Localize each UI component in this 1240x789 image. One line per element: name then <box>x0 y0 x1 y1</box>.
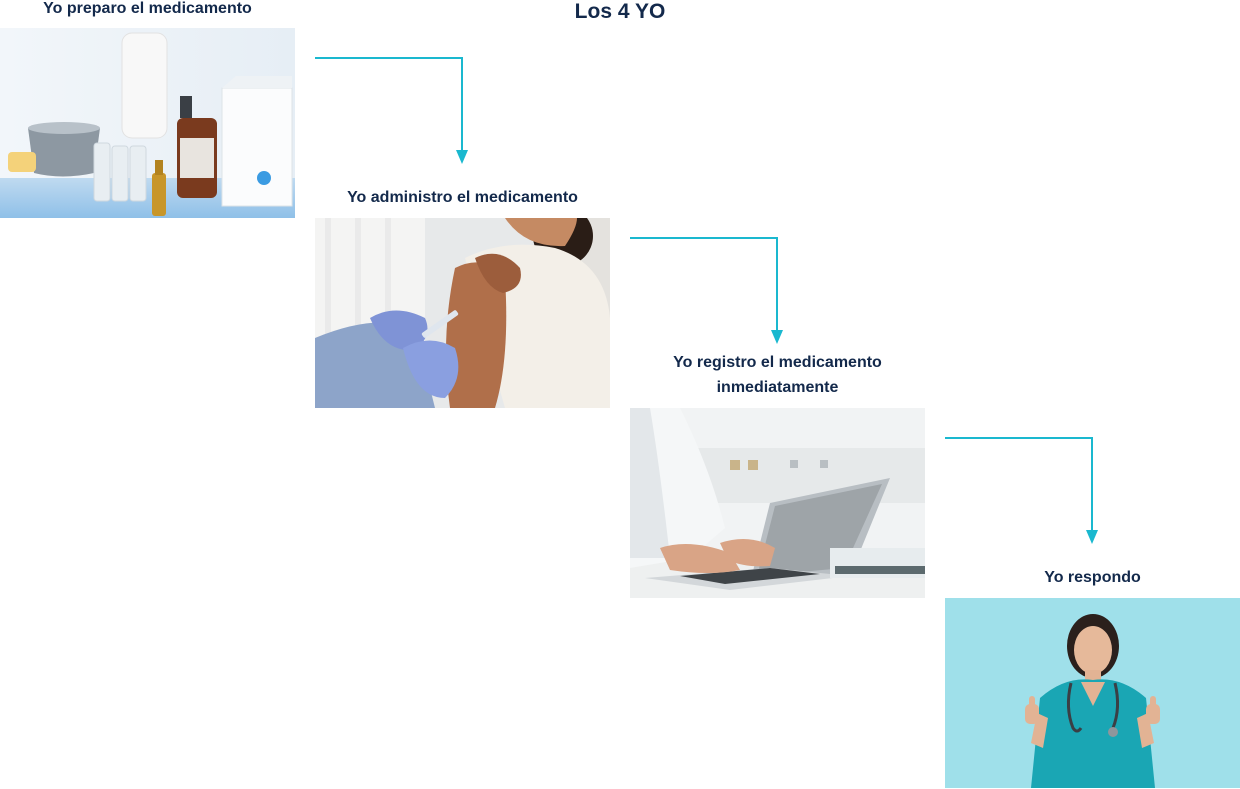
step-4-label: Yo respondo <box>1044 569 1141 586</box>
step-3-label-line-1: Yo registro el medicamento <box>673 354 882 371</box>
diagram-title: Los 4 YO <box>574 0 666 23</box>
step-3-label: Yo registro el medicamento inmediatament… <box>630 350 925 400</box>
step-2-label: Yo administro el medicamento <box>347 189 578 206</box>
connector-3-arrow <box>945 437 1093 532</box>
laptop-typing-photo <box>630 408 925 598</box>
connector-3-arrowhead <box>1086 530 1098 544</box>
step-3-label-line-2: inmediatamente <box>716 379 839 396</box>
nurse-thumbs-up-photo <box>945 598 1240 788</box>
connector-2-arrowhead <box>771 330 783 344</box>
step-1-label: Yo preparo el medicamento <box>43 0 252 17</box>
connector-2-arrow <box>630 237 778 332</box>
vaccination-photo <box>315 218 610 408</box>
connector-1-arrowhead <box>456 150 468 164</box>
medicine-supplies-photo <box>0 28 295 218</box>
connector-1-arrow <box>315 57 463 152</box>
